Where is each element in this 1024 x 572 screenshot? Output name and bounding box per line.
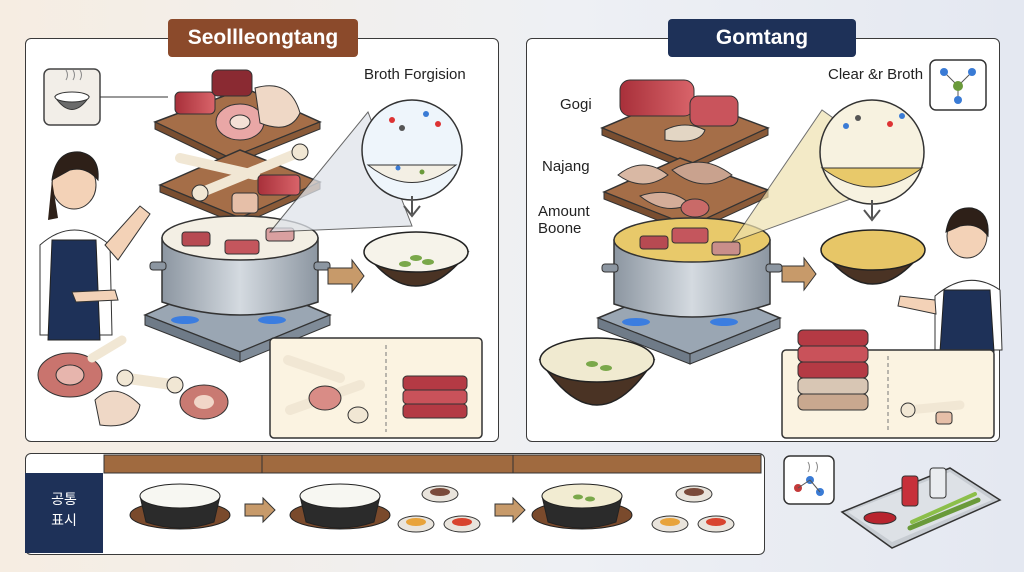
ingredient-inset-right <box>781 329 995 439</box>
salt-pepper-icon <box>783 455 835 505</box>
stone-pot-soup <box>531 483 633 530</box>
broth-label-left: Broth Forgision <box>364 66 466 83</box>
molecule-icon <box>929 59 987 111</box>
common-display-label: 공통 표시 <box>25 473 103 553</box>
meat-board-top <box>153 69 322 166</box>
label-amount-boone: Amount Boone <box>538 203 590 237</box>
seolleongtang-title: Seollleongtang <box>168 19 358 57</box>
chef-right <box>897 207 1003 353</box>
step-arrow-1 <box>244 496 276 524</box>
clear-soup-bowl-right <box>820 229 926 285</box>
broth-magnifier-right <box>730 99 925 243</box>
arrow-to-bowl-left <box>327 258 365 294</box>
stone-pot-rice-2 <box>289 483 391 530</box>
label-gogi: Gogi <box>560 96 592 113</box>
broth-label-right: Clear &r Broth <box>828 66 924 83</box>
step-arrow-2 <box>494 496 526 524</box>
loose-ingredients-left <box>37 335 229 427</box>
gomtang-title: Gomtang <box>668 19 856 57</box>
gomtang-bowl-front <box>538 337 656 406</box>
arrow-to-bowl-right <box>781 256 817 292</box>
bottom-header-bar <box>103 454 762 474</box>
seasoning-tray <box>840 467 1002 549</box>
chef-left <box>39 151 151 341</box>
gogi-board-top <box>600 79 770 172</box>
gomtang-pot <box>595 217 783 365</box>
common-label-line1: 공통 <box>51 491 77 507</box>
side-dishes-1 <box>397 485 481 533</box>
milky-soup-bowl <box>363 231 470 287</box>
stone-pot-rice-1 <box>129 483 231 530</box>
common-label-line2: 표시 <box>51 512 77 528</box>
rice-bowl-icon <box>43 68 168 126</box>
label-najang: Najang <box>542 158 590 175</box>
ingredient-inset-left <box>269 337 483 439</box>
side-dishes-2 <box>651 485 735 533</box>
broth-magnifier-left <box>268 99 463 233</box>
